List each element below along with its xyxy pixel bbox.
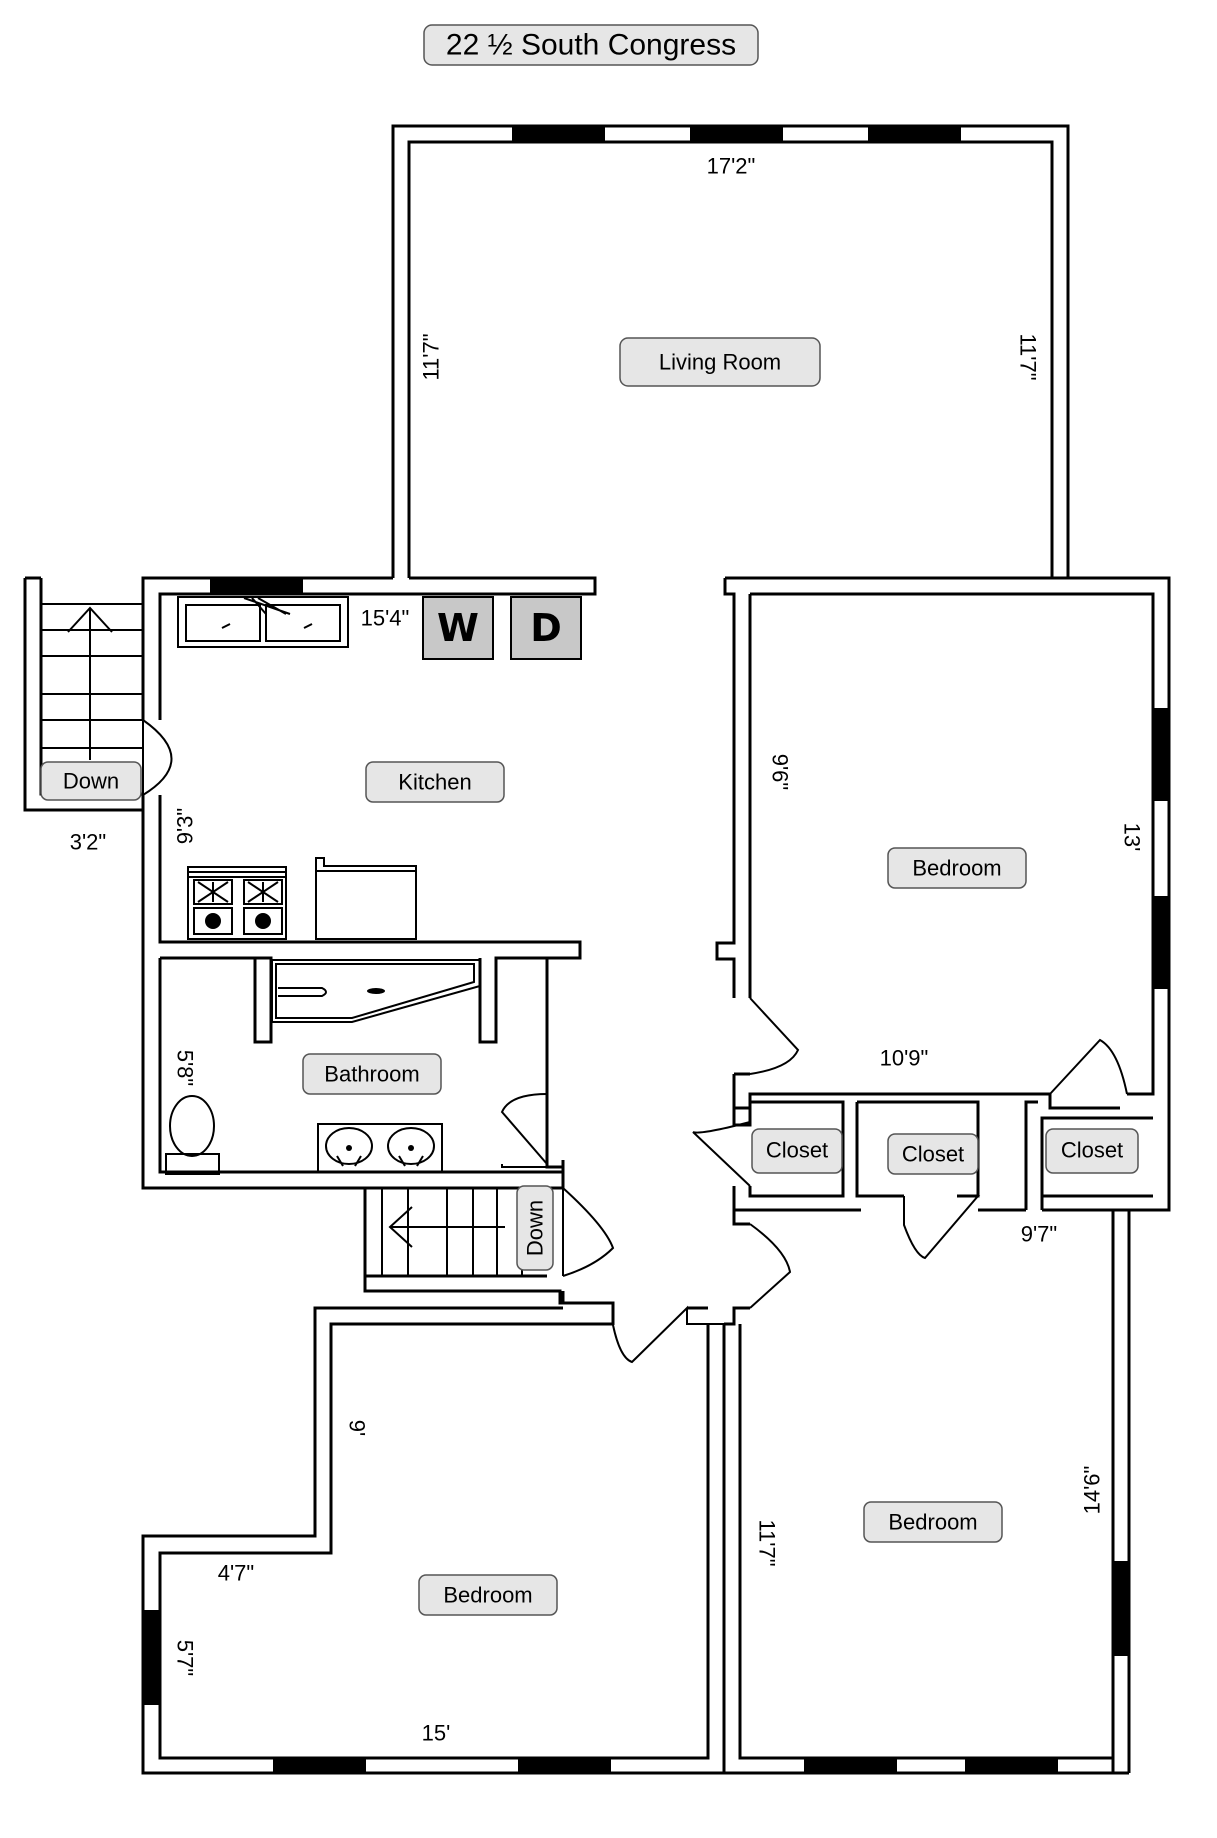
closets [692, 1038, 1153, 1260]
room-label-kitchen: Kitchen [365, 761, 505, 803]
window-bed-ne-2 [1154, 896, 1169, 989]
dim-bed-se-top: 9'7" [1021, 1222, 1057, 1247]
bedroom-ne-label: Bedroom [912, 856, 1001, 881]
left-stairs-label: Down [63, 769, 119, 794]
window-kitchen [210, 578, 303, 594]
plan-title: 22 ½ South Congress [423, 24, 759, 66]
bathroom-vanity [317, 1123, 443, 1173]
dim-bed-sw-height-left: 5'7" [173, 1640, 198, 1676]
center-stairs: Down [363, 1185, 615, 1305]
window-bed-sw-side [143, 1610, 160, 1705]
dim-bathroom-height: 5'8" [173, 1050, 198, 1086]
window-bed-se-side [1114, 1561, 1129, 1656]
room-label-living: Living Room [619, 337, 821, 387]
room-label-bedroom-ne: Bedroom [887, 847, 1027, 889]
dim-living-height-right: 11'7" [1016, 333, 1041, 380]
left-stairs: Down [23, 576, 173, 812]
window-bed-se-2 [965, 1759, 1058, 1773]
living-room-walls [391, 124, 1070, 578]
room-label-closet-2: Closet [887, 1133, 979, 1175]
dim-living-height-left: 11'7" [419, 333, 444, 380]
window-bed-se-1 [804, 1759, 897, 1773]
living-room-label: Living Room [659, 350, 781, 375]
room-label-bedroom-se: Bedroom [863, 1501, 1003, 1543]
room-label-bedroom-sw: Bedroom [418, 1574, 558, 1616]
dim-living-width: 17'2" [707, 154, 756, 179]
window-living-3 [868, 127, 961, 141]
refrigerator [315, 857, 417, 940]
closet-3-label: Closet [1061, 1138, 1123, 1163]
closet-2-label: Closet [902, 1142, 964, 1167]
room-label-closet-3: Closet [1045, 1128, 1139, 1174]
window-bed-sw-1 [273, 1759, 366, 1773]
dim-bed-sw-width: 15' [422, 1721, 451, 1746]
window-living-1 [512, 127, 605, 141]
kitchen-sink [177, 596, 349, 648]
washer-appliance: W [422, 596, 494, 660]
plan-title-text: 22 ½ South Congress [446, 29, 736, 62]
washer-label: W [437, 606, 479, 650]
dim-bed-ne-height-right: 13' [1120, 823, 1145, 852]
room-label-bathroom: Bathroom [302, 1053, 442, 1095]
sw-bedroom-walls [141, 1291, 1129, 1775]
stove [187, 866, 287, 940]
dim-bed-se-height-left: 11'7" [755, 1519, 780, 1566]
dim-kitchen-width: 15'4" [361, 606, 410, 631]
bathroom-door [500, 1093, 548, 1168]
center-stairs-label: Down [523, 1200, 548, 1256]
window-bed-sw-2 [518, 1759, 611, 1773]
bedroom-sw-label: Bedroom [443, 1583, 532, 1608]
dryer-appliance: D [510, 596, 582, 660]
dim-bed-se-height-right: 14'6" [1080, 1466, 1105, 1515]
kitchen-label: Kitchen [398, 770, 471, 795]
dim-bed-ne-height-left: 9'6" [768, 754, 793, 790]
dim-kitchen-height: 9'3" [173, 808, 198, 844]
dim-bed-sw-step: 4'7" [218, 1561, 254, 1586]
dim-bed-ne-width: 10'9" [880, 1046, 929, 1071]
toilet [165, 1095, 220, 1175]
dryer-label: D [530, 606, 562, 650]
ne-bedroom-walls [715, 576, 1171, 1212]
dim-stair-width: 3'2" [70, 830, 106, 855]
se-bedroom-walls [722, 1210, 1131, 1773]
window-bed-ne-1 [1154, 708, 1169, 801]
room-label-closet-1: Closet [751, 1128, 843, 1174]
dim-bed-sw-height-top: 9' [345, 1420, 370, 1436]
bathtub [271, 959, 481, 1023]
closet-1-label: Closet [766, 1138, 828, 1163]
bathroom-label: Bathroom [324, 1062, 419, 1087]
bedroom-se-label: Bedroom [888, 1510, 977, 1535]
window-living-2 [690, 127, 783, 141]
